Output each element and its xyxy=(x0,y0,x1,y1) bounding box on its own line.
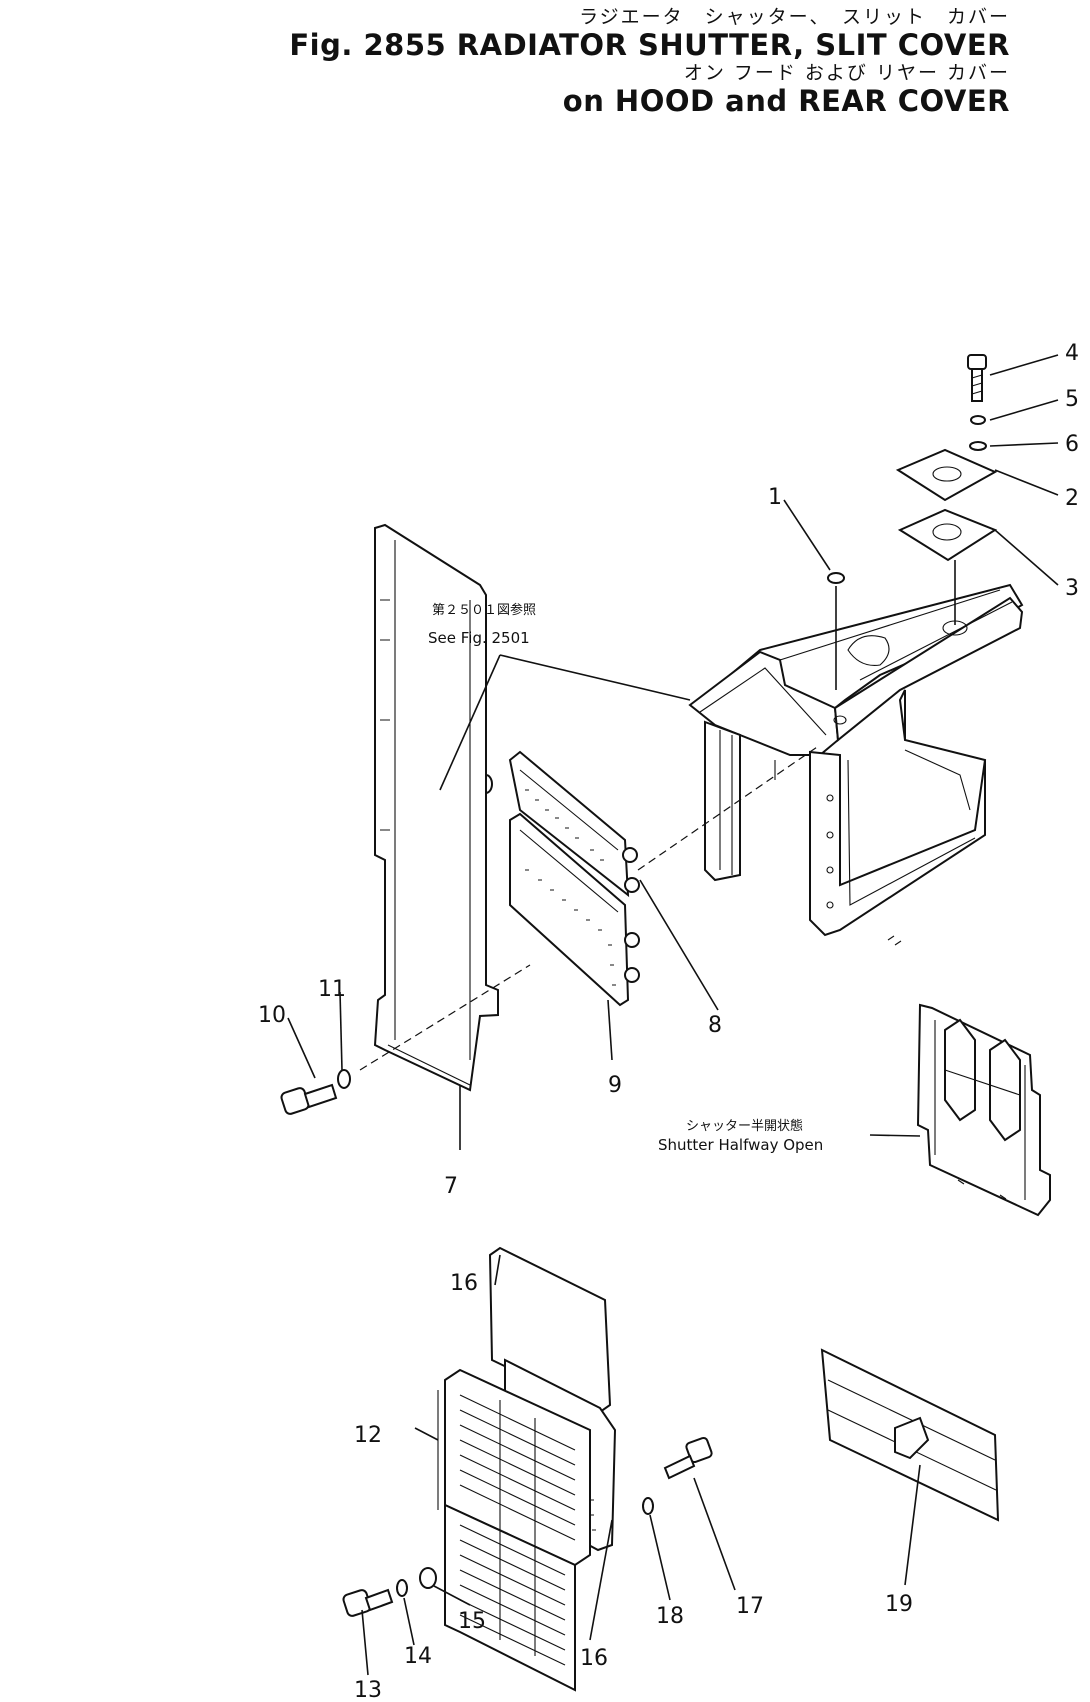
lock-washer-14 xyxy=(396,1579,408,1597)
shutter-note-en: Shutter Halfway Open xyxy=(658,1136,823,1154)
assembly-line-7-9 xyxy=(359,964,531,1071)
callout-18: 18 xyxy=(656,1604,684,1629)
callout-11: 11 xyxy=(318,977,346,1002)
callout-numbers: 1 2 3 4 5 6 7 8 9 10 11 12 13 14 15 16 1… xyxy=(258,341,1079,1702)
bolt-17 xyxy=(663,1436,713,1480)
callout-5: 5 xyxy=(1065,387,1079,412)
assembly-line-9-hood xyxy=(637,744,821,871)
callout-19: 19 xyxy=(885,1592,913,1617)
callout-1: 1 xyxy=(768,485,782,510)
washer-6 xyxy=(969,441,987,451)
washer-15 xyxy=(419,1567,437,1589)
callout-8: 8 xyxy=(708,1013,722,1038)
callout-12: 12 xyxy=(354,1423,382,1448)
rear-cover-19 xyxy=(820,1348,1000,1522)
callout-3: 3 xyxy=(1065,576,1079,601)
shutter-halfway-note: シャッター半開状態 Shutter Halfway Open xyxy=(658,1118,823,1154)
shutter-halfway-open-view xyxy=(916,1003,1051,1217)
see-figure-note: 第２５０１図参照 See Fig. 2501 xyxy=(428,602,536,647)
figure-subtitle: on HOOD and REAR COVER xyxy=(562,84,1010,118)
leader-lines xyxy=(287,354,1059,1676)
figure-title: Fig. 2855 RADIATOR SHUTTER, SLIT COVER xyxy=(289,28,1010,62)
callout-17: 17 xyxy=(736,1594,764,1619)
see-fig-note-jp: 第２５０１図参照 xyxy=(432,602,536,618)
callout-16-lower: 16 xyxy=(580,1646,608,1671)
callout-6: 6 xyxy=(1065,432,1079,457)
bolt-10 xyxy=(280,1083,338,1115)
bolt-4 xyxy=(967,354,987,402)
title-japanese-line-2: オン フード および リヤー カバー xyxy=(683,62,1010,84)
bolt-13 xyxy=(342,1588,394,1617)
washer-1 xyxy=(827,572,845,584)
washer-18 xyxy=(642,1497,654,1515)
slit-cover-7 xyxy=(373,523,499,1092)
hood-assembly xyxy=(688,583,1024,946)
shutter-note-jp: シャッター半開状態 xyxy=(686,1118,803,1134)
callout-9: 9 xyxy=(608,1073,622,1098)
title-japanese-line-1: ラジエータ シャッター、 スリット カバー xyxy=(579,6,1010,28)
see-fig-note-en: See Fig. 2501 xyxy=(428,629,530,647)
figure-title-block: ラジエータ シャッター、 スリット カバー Fig. 2855 RADIATOR… xyxy=(289,6,1010,118)
washer-5 xyxy=(970,415,986,425)
gasket-3 xyxy=(897,508,998,562)
shutter-9 xyxy=(508,750,640,1007)
callout-7: 7 xyxy=(444,1174,458,1199)
washer-11 xyxy=(337,1069,351,1089)
plate-2 xyxy=(895,448,998,502)
grille-12 xyxy=(444,1368,591,1692)
callout-16-upper: 16 xyxy=(450,1271,478,1296)
callout-14: 14 xyxy=(404,1644,432,1669)
callout-4: 4 xyxy=(1065,341,1079,366)
callout-13: 13 xyxy=(354,1678,382,1702)
callout-15: 15 xyxy=(458,1609,486,1634)
callout-10: 10 xyxy=(258,1003,286,1028)
callout-2: 2 xyxy=(1065,486,1079,511)
